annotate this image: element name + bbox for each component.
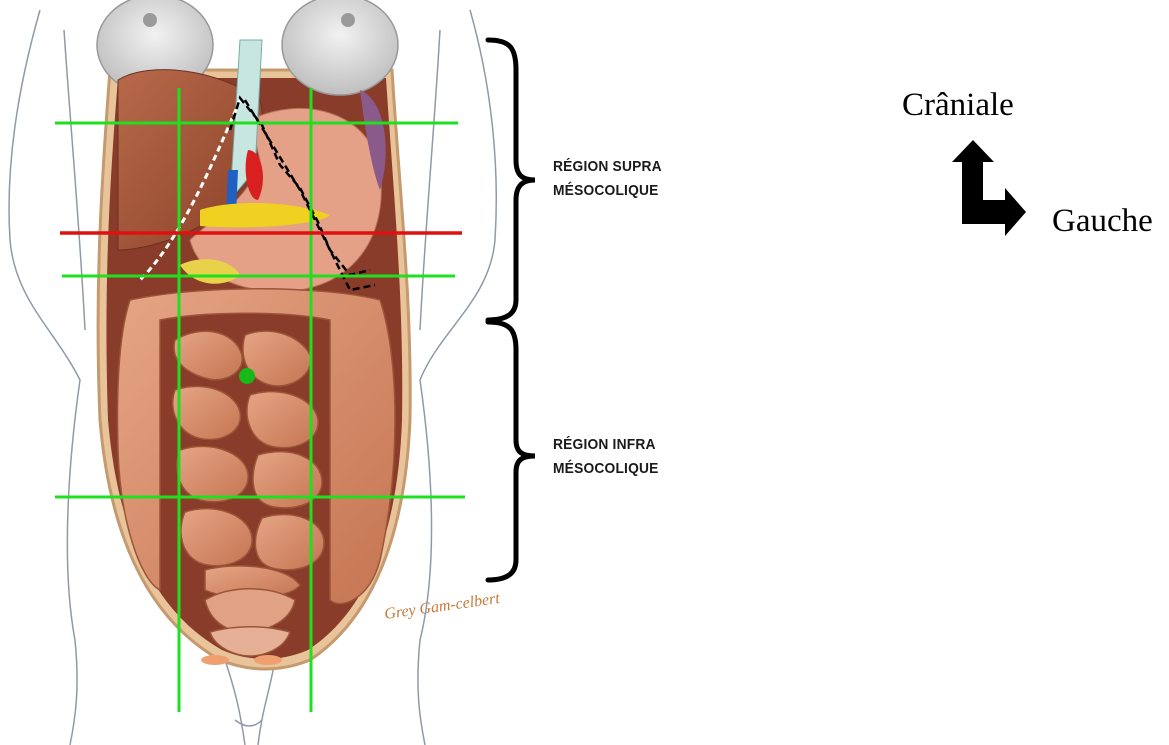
- umbilicus-marker-icon: [239, 368, 255, 384]
- supra-label-line2: MÉSOCOLIQUE: [553, 179, 662, 203]
- orientation-arrow-icon: [952, 140, 1026, 236]
- supra-mesocolic-label: RÉGION SUPRA MÉSOCOLIQUE: [553, 155, 662, 203]
- infra-label-line2: MÉSOCOLIQUE: [553, 457, 659, 481]
- cranial-direction-label: Crâniale: [902, 87, 1014, 124]
- infra-label-line1: RÉGION INFRA: [553, 433, 659, 457]
- supra-bracket: [488, 40, 535, 320]
- infra-bracket: [488, 322, 535, 580]
- infra-mesocolic-label: RÉGION INFRA MÉSOCOLIQUE: [553, 433, 659, 481]
- supra-label-line1: RÉGION SUPRA: [553, 155, 662, 179]
- left-direction-label: Gauche: [1052, 203, 1153, 240]
